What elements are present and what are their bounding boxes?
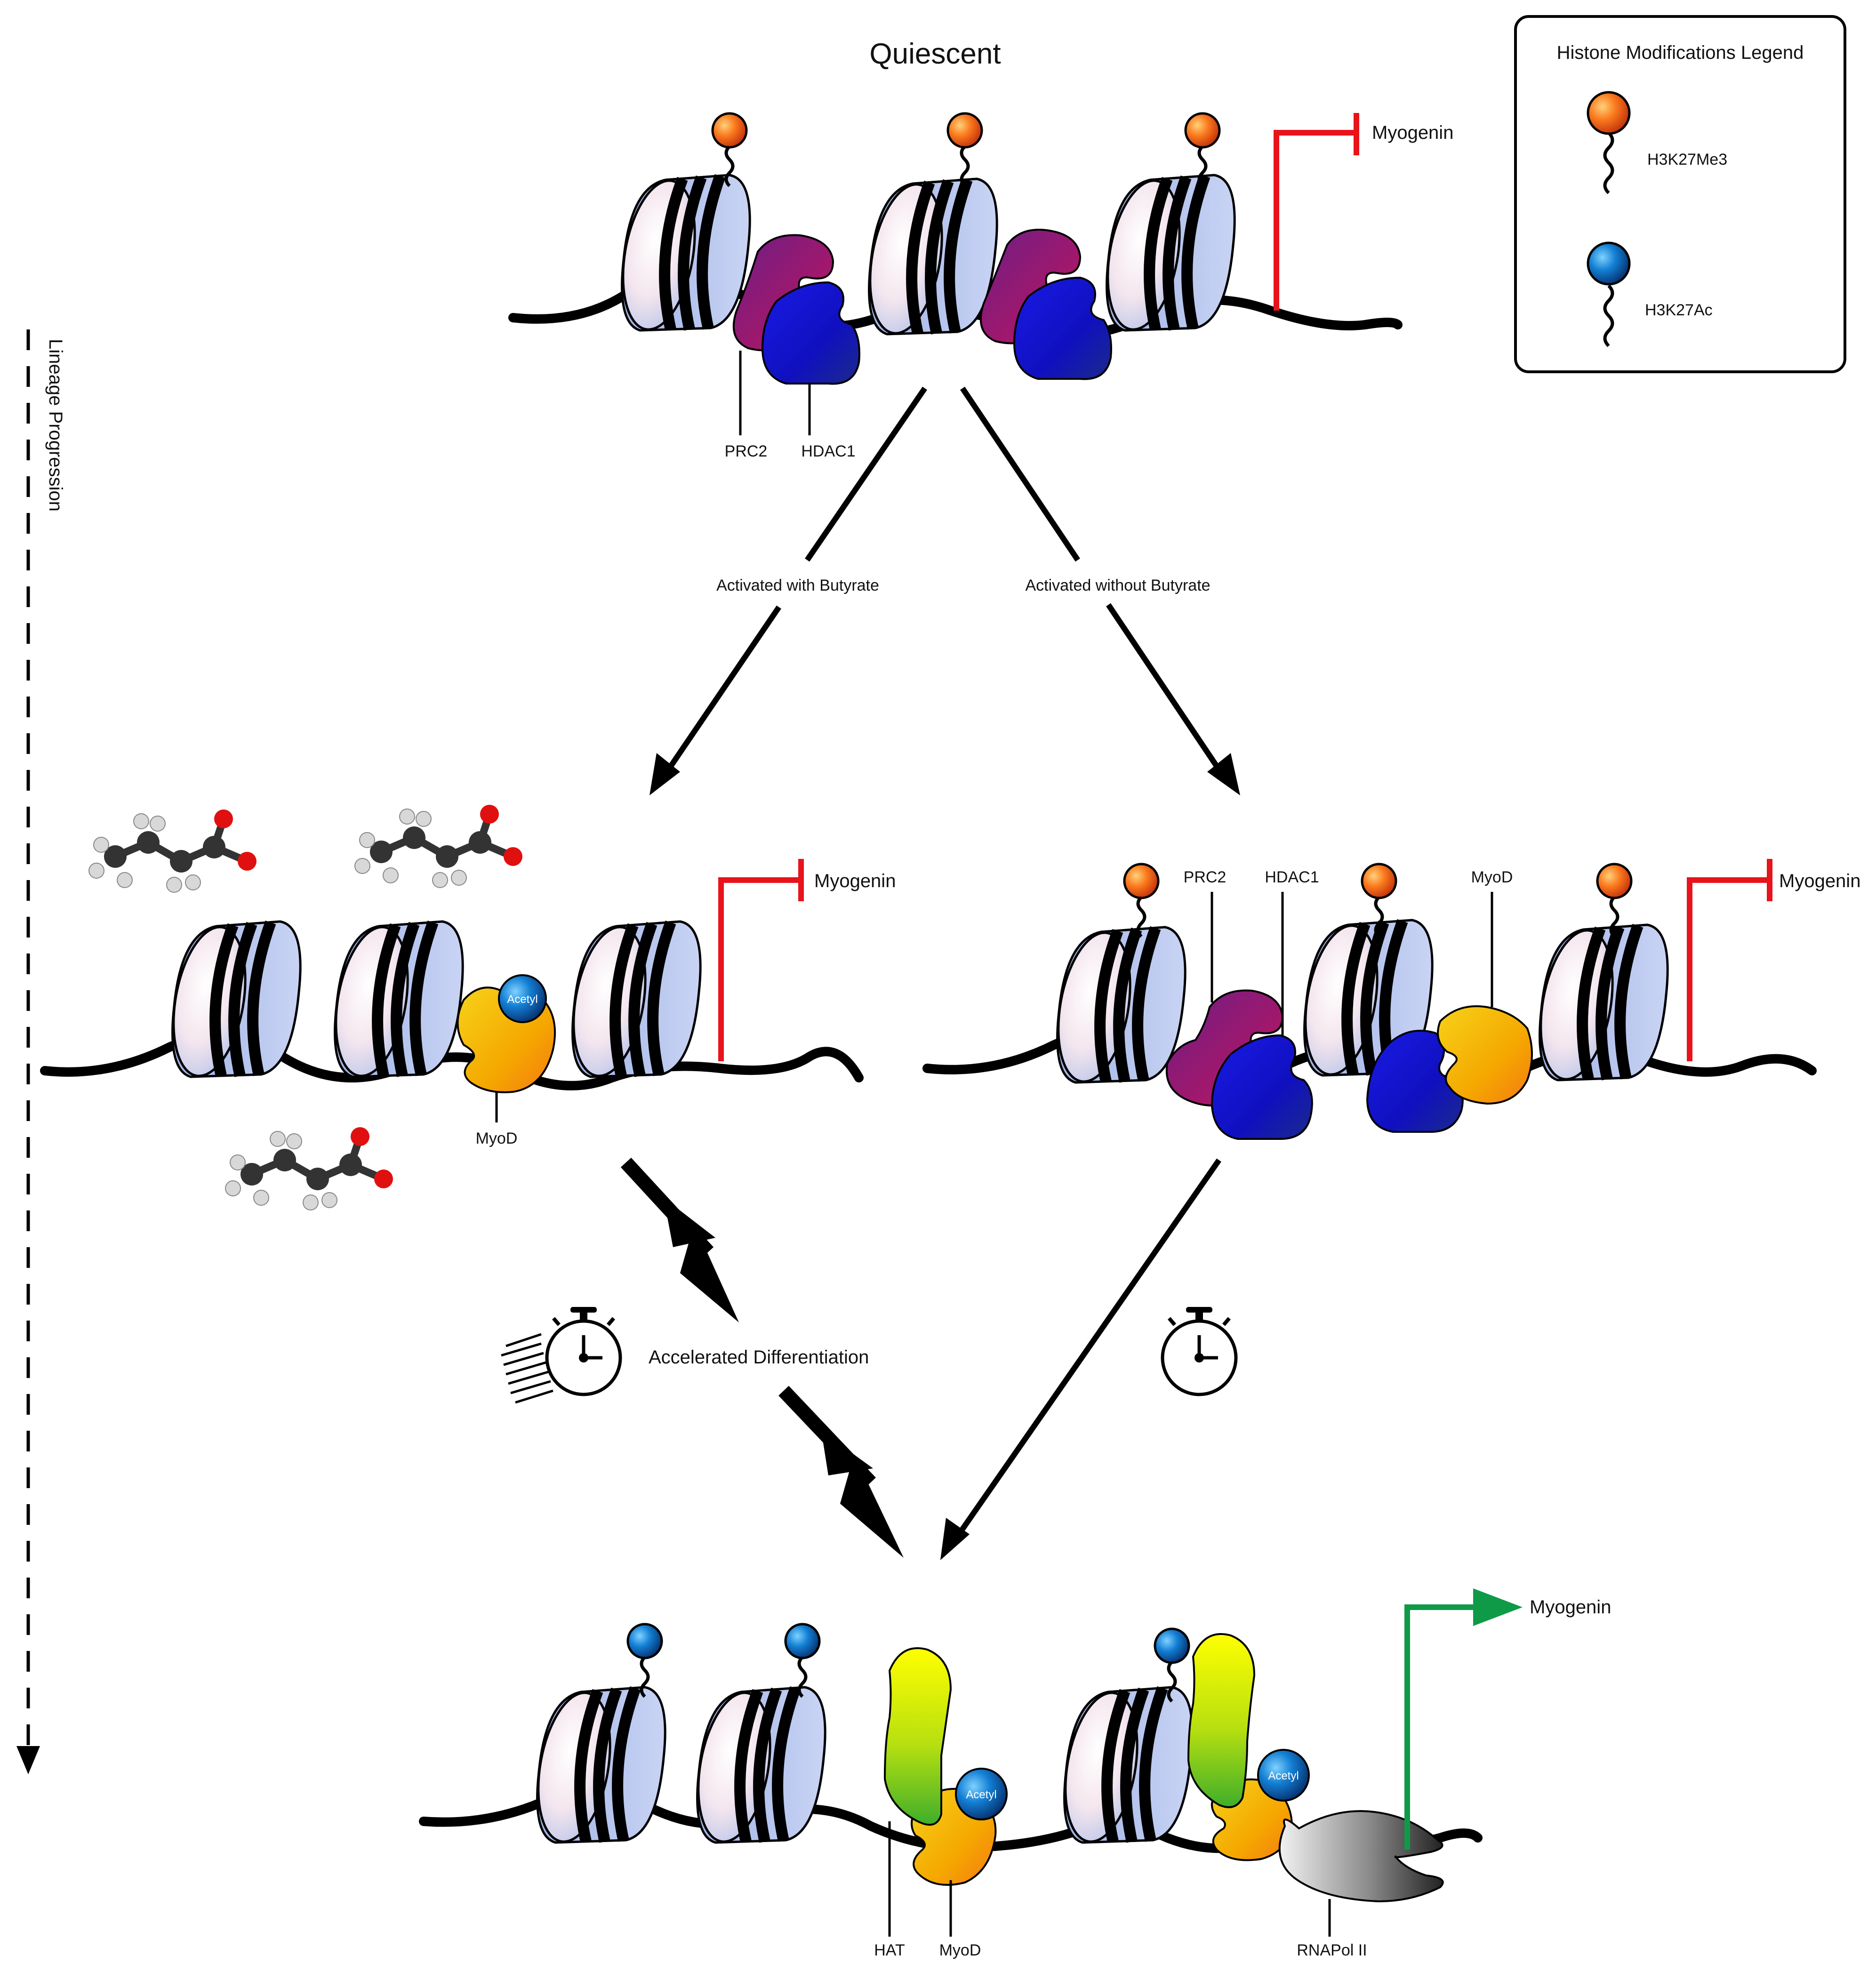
lineage-axis-arrowhead [16,1746,40,1774]
legend-h3k27ac-icon [1587,241,1631,347]
bottom-hat-2 [1187,1633,1256,1808]
bottom-acetyl-label-2: Acetyl [1268,1770,1299,1782]
butyrate-molecule-2 [355,805,522,888]
top-nucleosome-3 [1097,175,1235,335]
legend-h3k27me3-icon [1587,91,1631,194]
arrow-to-butyrate-lower [657,605,781,785]
bottom-acetyl-mark-2 [1257,1749,1310,1802]
arrow-to-no-butyrate-head [1207,753,1240,795]
speed-lines-icon [501,1333,553,1404]
left-nucleosome-3 [563,921,700,1082]
top-hdac1-1 [761,281,860,385]
arrow-to-butyrate-head [649,753,680,795]
left-panel: Acetyl MyoD Myogenin [40,805,896,1210]
bottom-label-myod: MyoD [939,1941,981,1959]
right-gene-label: Myogenin [1779,871,1860,891]
left-repressed-promoter-icon [718,859,804,1061]
top-h3k27me3-mark-2 [948,113,982,186]
bottom-nucleosome-3 [1055,1687,1192,1847]
right-nucleosome-3 [1530,925,1668,1085]
bottom-acetyl-mark-1 [955,1768,1008,1820]
right-nucleosome-1 [1048,927,1185,1087]
legend-title: Histone Modifications Legend [1557,42,1804,63]
active-promoter-arrow-icon [1404,1588,1523,1850]
top-repressed-promoter-icon [1274,113,1359,311]
bottom-gene-label: Myogenin [1530,1597,1611,1618]
accelerated-arrow-lower [778,1386,904,1558]
top-nucleosome-1 [612,175,750,335]
accelerated-arrow-upper [620,1157,739,1322]
bottom-nucleosome-2 [688,1687,825,1847]
right-myod [1437,1005,1533,1105]
branch-label-butyrate: Activated with Butyrate [716,577,879,594]
left-acetyl-mark [498,974,547,1023]
butyrate-molecule-1 [89,809,257,892]
left-gene-label: Myogenin [814,871,896,891]
stopwatch-icon-fast [547,1307,620,1394]
standard-arrow [948,1158,1221,1548]
bottom-acetyl-label-1: Acetyl [966,1788,996,1801]
bottom-label-hat: HAT [874,1941,905,1959]
bottom-label-rnapol: RNAPol II [1297,1941,1367,1959]
diagram-title: Quiescent [869,38,1001,70]
top-nucleosome-2 [859,179,997,339]
top-label-prc2: PRC2 [725,442,768,460]
lineage-axis-label: Lineage Progression [45,339,66,512]
right-repressed-promoter-icon [1687,859,1772,1061]
legend-label-h3k27ac: H3K27Ac [1645,301,1713,319]
legend-label-h3k27me3: H3K27Me3 [1647,151,1727,168]
arrow-to-no-butyrate-upper [960,386,1080,562]
top-gene-label: Myogenin [1372,122,1453,143]
left-acetyl-label: Acetyl [507,993,537,1006]
arrow-to-butyrate-upper [805,386,927,562]
top-hdac1-2 [1013,276,1112,380]
bottom-hat-1 [883,1647,952,1826]
left-nucleosome-2 [325,921,463,1082]
right-panel: PRC2 HDAC1 MyoD Myogenin [922,859,1860,1140]
right-hdac1-1 [1211,1034,1313,1140]
bottom-h3k27ac-mark-1 [628,1624,662,1697]
accelerated-label: Accelerated Differentiation [649,1347,869,1368]
right-label-prc2: PRC2 [1184,868,1227,886]
bottom-h3k27ac-mark-2 [786,1624,819,1697]
top-panel: PRC2 HDAC1 Myogenin [508,113,1453,460]
bottom-nucleosome-1 [528,1687,665,1847]
arrow-to-no-butyrate-lower [1106,603,1231,785]
bottom-panel: Acetyl Acetyl HAT MyoD RNAPol II Myogeni… [419,1588,1611,1959]
branch-label-no-butyrate: Activated without Butyrate [1025,577,1210,594]
standard-arrow-head [940,1518,970,1560]
right-label-hdac1: HDAC1 [1265,868,1319,886]
left-label-myod: MyoD [476,1130,518,1147]
rna-polymerase [1278,1810,1444,1903]
stopwatch-icon [1162,1307,1236,1394]
butyrate-molecule-3 [225,1127,393,1210]
right-label-myod: MyoD [1471,868,1513,886]
right-h3k27me3-mark-1 [1124,864,1158,937]
top-label-hdac1: HDAC1 [801,442,855,460]
left-nucleosome-1 [163,921,300,1082]
legend: Histone Modifications Legend H3K27Me3 H3… [1514,15,1846,373]
